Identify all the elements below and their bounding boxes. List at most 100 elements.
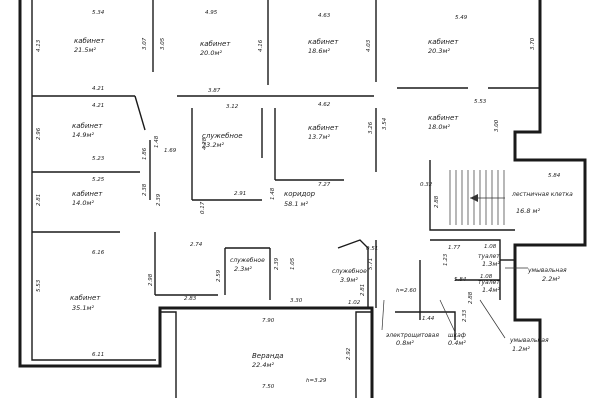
dimension-label: 2.59 xyxy=(216,269,222,282)
dimension-label: 1.48 xyxy=(154,135,160,148)
dimension-label: 3.26 xyxy=(368,121,374,134)
dimension-label: 1.69 xyxy=(164,148,177,154)
room-name: умывальная xyxy=(527,267,567,274)
dimension-label: 1.08 xyxy=(484,244,497,250)
dimension-label: 5.25 xyxy=(92,177,105,183)
dimension-label: 6.16 xyxy=(92,250,105,256)
room-name: шкаф xyxy=(448,332,466,339)
dimension-label: 7.27 xyxy=(318,182,331,188)
dimension-label: 6.11 xyxy=(92,352,104,358)
room-name: туалет xyxy=(478,253,500,260)
dimension-label: 2.33 xyxy=(462,309,468,322)
dimension-label: 2.39 xyxy=(156,193,162,206)
room-area: 3.9м² xyxy=(340,276,358,284)
dimension-label: 1.86 xyxy=(142,147,148,160)
dimension-label: 1.77 xyxy=(448,245,461,251)
dimension-label: 5.53 xyxy=(474,99,487,105)
dimension-label: 2.88 xyxy=(468,291,474,304)
room-name: служебное xyxy=(202,132,243,140)
room-area: 0.4м² xyxy=(448,339,466,347)
dimension-label: 4.63 xyxy=(318,13,331,19)
dimension-label: 4.13 xyxy=(36,39,42,52)
room-area: 1.2м² xyxy=(512,345,530,353)
dimension-label: 2.92 xyxy=(346,347,352,360)
dimension-label: 4.28 xyxy=(202,137,208,150)
interior-walls xyxy=(32,0,540,340)
dimension-label: 4.95 xyxy=(205,10,218,16)
dimension-label: h=3.29 xyxy=(306,378,327,384)
room-labels: кабинет 21.5м² кабинет 20.0м² кабинет 18… xyxy=(70,37,573,369)
room-name: кабинет xyxy=(308,124,339,132)
room-name: служебное xyxy=(332,268,367,275)
dimension-label: 2.88 xyxy=(434,195,440,208)
dimension-label: 2.81 xyxy=(36,194,42,206)
dimension-label: 2.98 xyxy=(148,273,154,286)
dimension-label: 1.44 xyxy=(422,316,435,322)
dimension-label: 5.84 xyxy=(548,173,561,179)
dimension-label: 0.32 xyxy=(420,182,433,188)
room-name: служебное xyxy=(230,257,265,264)
dimension-label: 1.23 xyxy=(443,253,449,266)
dimension-label: 1.02 xyxy=(348,300,361,306)
dimension-label: 3.30 xyxy=(290,298,303,304)
dimension-label: 3.54 xyxy=(382,117,388,130)
dimension-labels: 5.34 4.95 4.63 5.49 4.13 3.07 3.05 4.16 … xyxy=(36,10,561,390)
room-area: 22.4м² xyxy=(252,361,274,369)
dimension-label: 2.38 xyxy=(142,183,148,196)
dimension-label: 7.50 xyxy=(262,384,275,390)
room-area: 2.2м² xyxy=(542,275,560,283)
room-name: умывальная xyxy=(509,337,549,344)
leader-lines xyxy=(381,267,528,339)
dimension-label: 1.05 xyxy=(290,257,296,270)
dimension-label: 0.51 xyxy=(366,246,378,252)
stair-treads xyxy=(449,170,505,225)
dimension-label: 2.91 xyxy=(234,191,246,197)
dimension-label: 1.08 xyxy=(480,274,493,280)
dimension-label: 4.16 xyxy=(258,39,264,52)
room-name: туалет xyxy=(478,279,500,286)
dimension-label: 2.74 xyxy=(190,242,203,248)
room-area: 20.0м² xyxy=(200,49,222,57)
room-name: кабинет xyxy=(70,294,101,302)
room-area: 20.3м² xyxy=(428,47,450,55)
room-name: кабинет xyxy=(72,122,103,130)
dimension-label: 2.81 xyxy=(360,284,366,296)
room-name: кабинет xyxy=(428,38,459,46)
room-area: 58.1 м² xyxy=(284,200,308,208)
room-area: 13.2м² xyxy=(202,141,224,149)
room-name: кабинет xyxy=(200,40,231,48)
dimension-label: 5.49 xyxy=(455,15,468,21)
room-name: электрощитовая xyxy=(386,332,439,339)
dimension-label: 5.23 xyxy=(92,156,105,162)
dimension-label: 7.90 xyxy=(262,318,275,324)
room-name: кабинет xyxy=(74,37,105,45)
dimension-label: 5.71 xyxy=(368,258,374,270)
dimension-label: 4.21 xyxy=(92,86,104,92)
dimension-label: 4.62 xyxy=(318,102,331,108)
room-name: кабинет xyxy=(428,114,459,122)
room-name: лестничная клетка xyxy=(511,191,573,198)
dimension-label: 2.96 xyxy=(36,127,42,140)
dimension-label: 4.21 xyxy=(92,103,104,109)
room-area: 18.0м² xyxy=(428,123,450,131)
room-area: 2.3м² xyxy=(234,265,252,273)
room-area: 35.1м² xyxy=(72,304,94,312)
room-area: 1.3м² xyxy=(482,260,500,268)
dimension-label: 4.03 xyxy=(366,39,372,52)
room-area: 13.7м² xyxy=(308,133,330,141)
dimension-label: 2.83 xyxy=(184,296,197,302)
room-area: 0.8м² xyxy=(396,339,414,347)
dimension-label: 3.05 xyxy=(160,37,166,50)
dimension-label: 5.84 xyxy=(454,277,467,283)
dimension-label: 3.00 xyxy=(494,119,500,132)
dimension-label: 5.34 xyxy=(92,10,105,16)
room-name: коридор xyxy=(284,190,316,198)
room-name: кабинет xyxy=(308,38,339,46)
room-area: 16.8 м² xyxy=(516,207,540,215)
room-area: 14.0м² xyxy=(72,199,94,207)
dimension-label: 3.87 xyxy=(208,88,221,94)
dimension-label: 3.70 xyxy=(530,37,536,50)
room-name: Веранда xyxy=(252,352,284,360)
room-area: 21.5м² xyxy=(74,46,96,54)
